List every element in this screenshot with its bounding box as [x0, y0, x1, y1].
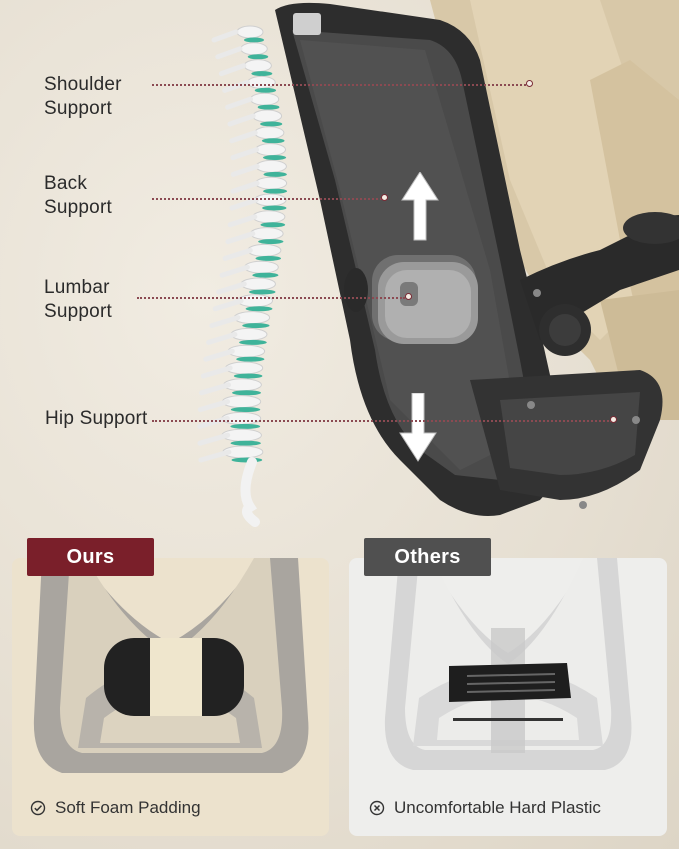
spine-illustration [197, 25, 288, 527]
ours-tag: Ours [27, 538, 154, 576]
callout-dot [381, 194, 388, 201]
callout-lumbar-support: Lumbar Support [44, 276, 112, 324]
callout-leader-line [152, 420, 612, 422]
callout-back-support: Back Support [44, 172, 112, 220]
callout-dot [526, 80, 533, 87]
others-feature: Uncomfortable Hard Plastic [369, 798, 601, 818]
lumbar-pillow-icon [372, 255, 478, 344]
callout-line1: Lumbar [44, 277, 110, 298]
callout-shoulder-support: Shoulder Support [44, 73, 122, 121]
callout-hip-support: Hip Support [45, 407, 148, 431]
others-panel: Uncomfortable Hard Plastic [349, 558, 667, 836]
callout-line1: Back [44, 173, 88, 194]
ours-backrest-frame [33, 558, 309, 773]
ours-feature-label: Soft Foam Padding [55, 798, 201, 817]
callout-leader-line [137, 297, 405, 299]
callout-line2: Support [44, 98, 112, 119]
arrow-up-icon [401, 172, 439, 241]
check-circle-icon [30, 800, 46, 816]
callout-leader-line [152, 198, 382, 200]
arrow-down-icon [399, 393, 437, 462]
callout-line1: Shoulder [44, 74, 122, 95]
ours-panel: Soft Foam Padding [12, 558, 329, 836]
callout-line1: Hip Support [45, 408, 148, 429]
callout-line2: Support [44, 301, 112, 322]
callout-dot [405, 293, 412, 300]
callout-dot [610, 416, 617, 423]
callout-leader-line [152, 84, 526, 86]
others-backrest-frame [384, 558, 632, 770]
callout-line2: Support [44, 197, 112, 218]
x-circle-icon [369, 800, 385, 816]
ours-feature: Soft Foam Padding [30, 798, 201, 818]
others-tag: Others [364, 538, 491, 576]
others-feature-label: Uncomfortable Hard Plastic [394, 798, 601, 817]
